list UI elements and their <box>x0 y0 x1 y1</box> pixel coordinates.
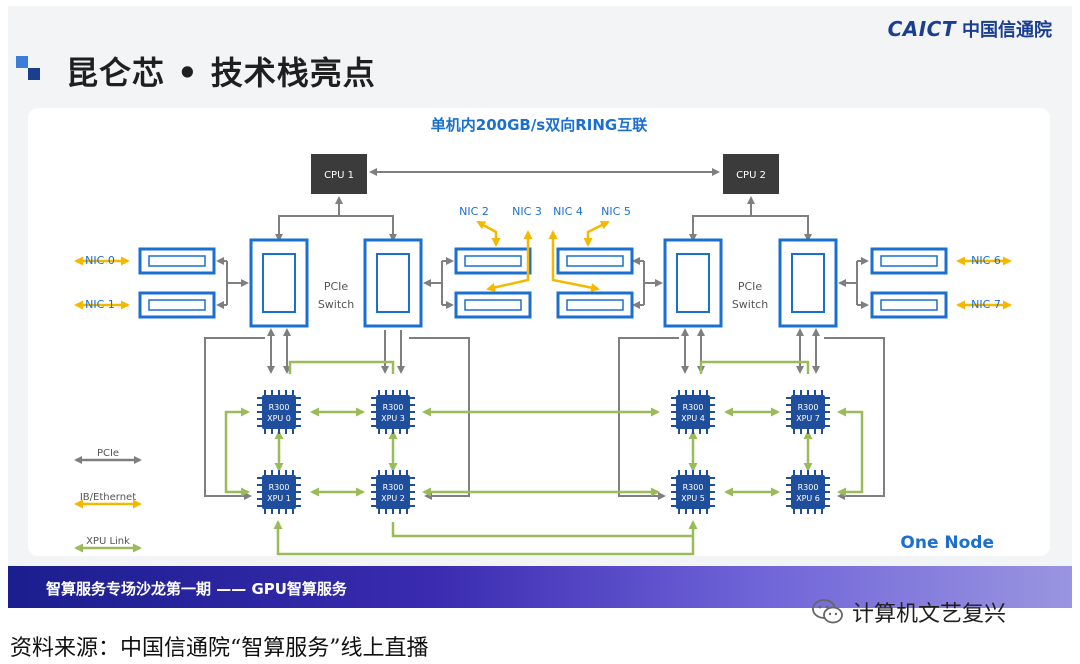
xpu-name-label: XPU 1 <box>267 494 291 503</box>
nic-card-6 <box>870 247 948 275</box>
xpu-model-label: R300 <box>383 403 404 412</box>
switch-label-left-2: Switch <box>318 298 354 311</box>
architecture-diagram: 单机内200GB/s双向RING互联 CPU 1 CPU 2 <box>74 116 1012 556</box>
nic-label-7: NIC 7 <box>971 298 1001 311</box>
switch-label-right-2: Switch <box>732 298 768 311</box>
cpu-1: CPU 1 <box>311 154 367 194</box>
pcie-switch-left-b <box>363 238 423 328</box>
pcie-switch-left-a <box>249 238 309 328</box>
slide: CAICT 中国信通院 昆仑芯 • 技术栈亮点 单机内200GB/s双向RING… <box>8 6 1072 608</box>
node-label: One Node <box>900 533 994 553</box>
footer-text: 智算服务专场沙龙第一期 —— GPU智算服务 <box>46 580 347 598</box>
nic-card-3 <box>454 291 532 319</box>
nic-label-1: NIC 1 <box>85 298 115 311</box>
logo-text-en: CAICT <box>887 17 956 41</box>
pcie-switch-right-a <box>663 238 723 328</box>
nic-label-5: NIC 5 <box>601 205 631 218</box>
xpu-name-label: XPU 2 <box>381 494 405 503</box>
xpu-name-label: XPU 0 <box>267 414 291 423</box>
diagram-heading: 单机内200GB/s双向RING互联 <box>431 116 648 134</box>
nic-card-7 <box>870 291 948 319</box>
xpu-model-label: R300 <box>683 403 704 412</box>
watermark-text: 计算机文艺复兴 <box>852 602 1007 627</box>
xpu-links <box>224 360 864 556</box>
nic-card-4 <box>556 247 634 275</box>
cpu-2-label: CPU 2 <box>736 170 766 181</box>
nic-label-6: NIC 6 <box>971 254 1001 267</box>
legend-ib-label: IB/Ethernet <box>80 492 136 503</box>
legend-pcie-label: PCIe <box>97 448 119 459</box>
nic-card-1 <box>138 291 216 319</box>
switch-label-left-1: PCIe <box>324 280 349 293</box>
xpu-model-label: R300 <box>383 483 404 492</box>
nic-label-2: NIC 2 <box>459 205 489 218</box>
watermark: 计算机文艺复兴 <box>812 596 1006 628</box>
nic-label-0: NIC 0 <box>85 254 115 267</box>
xpu-model-label: R300 <box>798 403 819 412</box>
nic-card-5 <box>556 291 634 319</box>
ib-links <box>74 220 1012 310</box>
title-decoration-icon <box>14 54 42 82</box>
xpu-name-label: XPU 4 <box>681 414 705 423</box>
xpu-model-label: R300 <box>683 483 704 492</box>
legend-xpu-label: XPU Link <box>86 536 130 547</box>
nic-label-3: NIC 3 <box>512 205 542 218</box>
cpu1-switch-links <box>275 196 397 242</box>
slide-title: 昆仑芯 • 技术栈亮点 <box>66 54 376 92</box>
cpu-2: CPU 2 <box>723 154 779 194</box>
logo-text-cn: 中国信通院 <box>962 20 1052 41</box>
nic-card-2 <box>454 247 532 275</box>
diagram-panel: 单机内200GB/s双向RING互联 CPU 1 CPU 2 <box>28 108 1050 556</box>
switch-nic-pcie-links <box>216 257 869 309</box>
switch-label-right-1: PCIe <box>738 280 763 293</box>
wechat-icon <box>812 599 843 624</box>
xpu-model-label: R300 <box>269 403 290 412</box>
nic-label-4: NIC 4 <box>553 205 583 218</box>
xpu-model-label: R300 <box>269 483 290 492</box>
xpu-name-label: XPU 3 <box>381 414 405 423</box>
cpu-1-label: CPU 1 <box>324 170 354 181</box>
caict-logo: CAICT 中国信通院 <box>888 16 1052 42</box>
cpu2-switch-links <box>689 196 812 242</box>
xpu-name-label: XPU 7 <box>796 414 820 423</box>
xpu-model-label: R300 <box>798 483 819 492</box>
legend: PCIe IB/Ethernet XPU Link <box>74 448 142 553</box>
xpu-name-label: XPU 6 <box>796 494 820 503</box>
pcie-switch-right-b <box>778 238 838 328</box>
xpu-name-label: XPU 5 <box>681 494 705 503</box>
footer-bar: 智算服务专场沙龙第一期 —— GPU智算服务 <box>8 566 1072 608</box>
source-caption: 资料来源：中国信通院“智算服务”线上直播 <box>10 636 429 661</box>
nic-card-0 <box>138 247 216 275</box>
